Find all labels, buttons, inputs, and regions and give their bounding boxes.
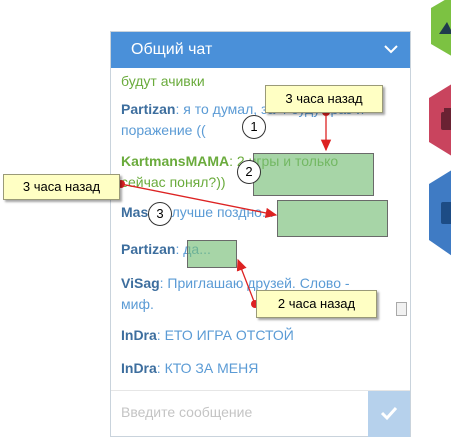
timestamp-note: 3 часа назад bbox=[3, 174, 120, 200]
step-marker: 3 bbox=[148, 202, 172, 226]
message-author[interactable]: Partizan bbox=[121, 101, 176, 117]
message-text: : КТО ЗА МЕНЯ bbox=[156, 360, 259, 376]
message-author[interactable]: Partizan bbox=[121, 241, 176, 257]
check-icon bbox=[380, 406, 398, 421]
highlight-box bbox=[187, 240, 237, 268]
timestamp-note: 2 часа назад bbox=[256, 290, 377, 318]
green-hex-icon[interactable] bbox=[425, 0, 451, 64]
message-input-area: Введите сообщение bbox=[111, 390, 410, 437]
step-marker: 1 bbox=[242, 115, 266, 139]
highlight-box bbox=[253, 153, 374, 196]
scrollbar-thumb[interactable] bbox=[396, 302, 407, 316]
message-text: : лучше поздно... bbox=[163, 204, 274, 220]
message-text: : ЕТО ИГРА ОТСТОЙ bbox=[156, 327, 294, 343]
message-text: : Приглашаю друзей. Слово - миф. bbox=[121, 275, 350, 312]
message-item: ViSag: Приглашаю друзей. Слово - миф. bbox=[121, 273, 383, 315]
message-author[interactable]: KartmansMAMA bbox=[121, 153, 230, 169]
message-item: InDra: КТО ЗА МЕНЯ bbox=[121, 358, 383, 379]
send-button[interactable] bbox=[368, 391, 410, 437]
message-author[interactable]: ViSag bbox=[121, 275, 160, 291]
scrollbar[interactable] bbox=[395, 68, 408, 398]
message-input[interactable]: Введите сообщение bbox=[121, 404, 253, 420]
step-marker: 2 bbox=[237, 160, 261, 184]
message-item: будут ачивки bbox=[121, 71, 383, 92]
chevron-down-icon[interactable] bbox=[384, 44, 398, 54]
message-author[interactable]: InDra bbox=[121, 327, 157, 343]
blue-hex-icon[interactable] bbox=[425, 168, 451, 263]
message-author[interactable]: InDra bbox=[121, 360, 157, 376]
message-text: будут ачивки bbox=[121, 73, 205, 89]
message-item: InDra: ЕТО ИГРА ОТСТОЙ bbox=[121, 325, 383, 346]
timestamp-note: 3 часа назад bbox=[265, 85, 383, 113]
chat-header[interactable]: Общий чат bbox=[111, 32, 410, 68]
arrow-line bbox=[236, 258, 256, 305]
red-hex-icon[interactable] bbox=[425, 82, 451, 162]
arrow-line bbox=[120, 183, 278, 219]
chat-title: Общий чат bbox=[131, 41, 213, 58]
highlight-box bbox=[277, 200, 388, 237]
